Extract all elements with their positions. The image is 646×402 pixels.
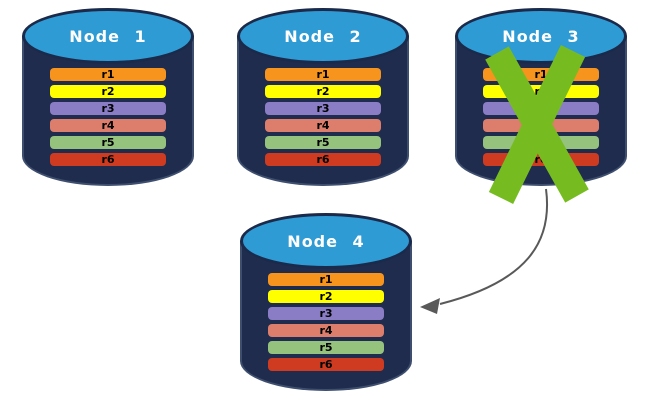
row-r4: r4: [50, 119, 166, 132]
node-3-cylinder: Node 3 r1 r2 r3 r4 r5 r6: [455, 8, 627, 204]
node-1-cylinder: Node 1 r1 r2 r3 r4 r5 r6: [22, 8, 194, 186]
node-2-cylinder: Node 2 r1 r2 r3 r4 r5 r6: [237, 8, 409, 186]
row-r6: r6: [268, 358, 384, 371]
failover-arrowhead-icon: [420, 298, 440, 314]
node-4-cylinder: Node 4 r1 r2 r3 r4 r5 r6: [240, 213, 412, 391]
row-r1: r1: [265, 68, 381, 81]
node-3-label: Node 3: [502, 26, 580, 46]
node-1-cylinder-top: Node 1: [22, 8, 194, 64]
row-r6: r6: [50, 153, 166, 166]
row-r2: r2: [268, 290, 384, 303]
row-r5: r5: [483, 136, 599, 149]
node-2-rows: r1 r2 r3 r4 r5 r6: [265, 68, 381, 166]
row-r5: r5: [265, 136, 381, 149]
node-3-rows: r1 r2 r3 r4 r5 r6: [483, 68, 599, 166]
node-4-cylinder-top: Node 4: [240, 213, 412, 269]
row-r3: r3: [483, 102, 599, 115]
row-r1: r1: [268, 273, 384, 286]
node-1-rows: r1 r2 r3 r4 r5 r6: [50, 68, 166, 166]
row-r3: r3: [268, 307, 384, 320]
row-r2: r2: [50, 85, 166, 98]
row-r1: r1: [50, 68, 166, 81]
row-r6: r6: [265, 153, 381, 166]
row-r2: r2: [265, 85, 381, 98]
row-r1: r1: [483, 68, 599, 81]
row-r4: r4: [268, 324, 384, 337]
failover-arrow-line: [439, 188, 548, 305]
node-1-label: Node 1: [69, 26, 147, 46]
row-r5: r5: [268, 341, 384, 354]
node-4-rows: r1 r2 r3 r4 r5 r6: [268, 273, 384, 371]
node-2-label: Node 2: [284, 26, 362, 46]
row-r2: r2: [483, 85, 599, 98]
row-r6: r6: [483, 153, 599, 166]
node-2-cylinder-top: Node 2: [237, 8, 409, 64]
row-r3: r3: [265, 102, 381, 115]
row-r4: r4: [483, 119, 599, 132]
row-r4: r4: [265, 119, 381, 132]
row-r5: r5: [50, 136, 166, 149]
node-3-cylinder-top: Node 3: [455, 8, 627, 64]
node-4-label: Node 4: [287, 231, 365, 251]
row-r3: r3: [50, 102, 166, 115]
